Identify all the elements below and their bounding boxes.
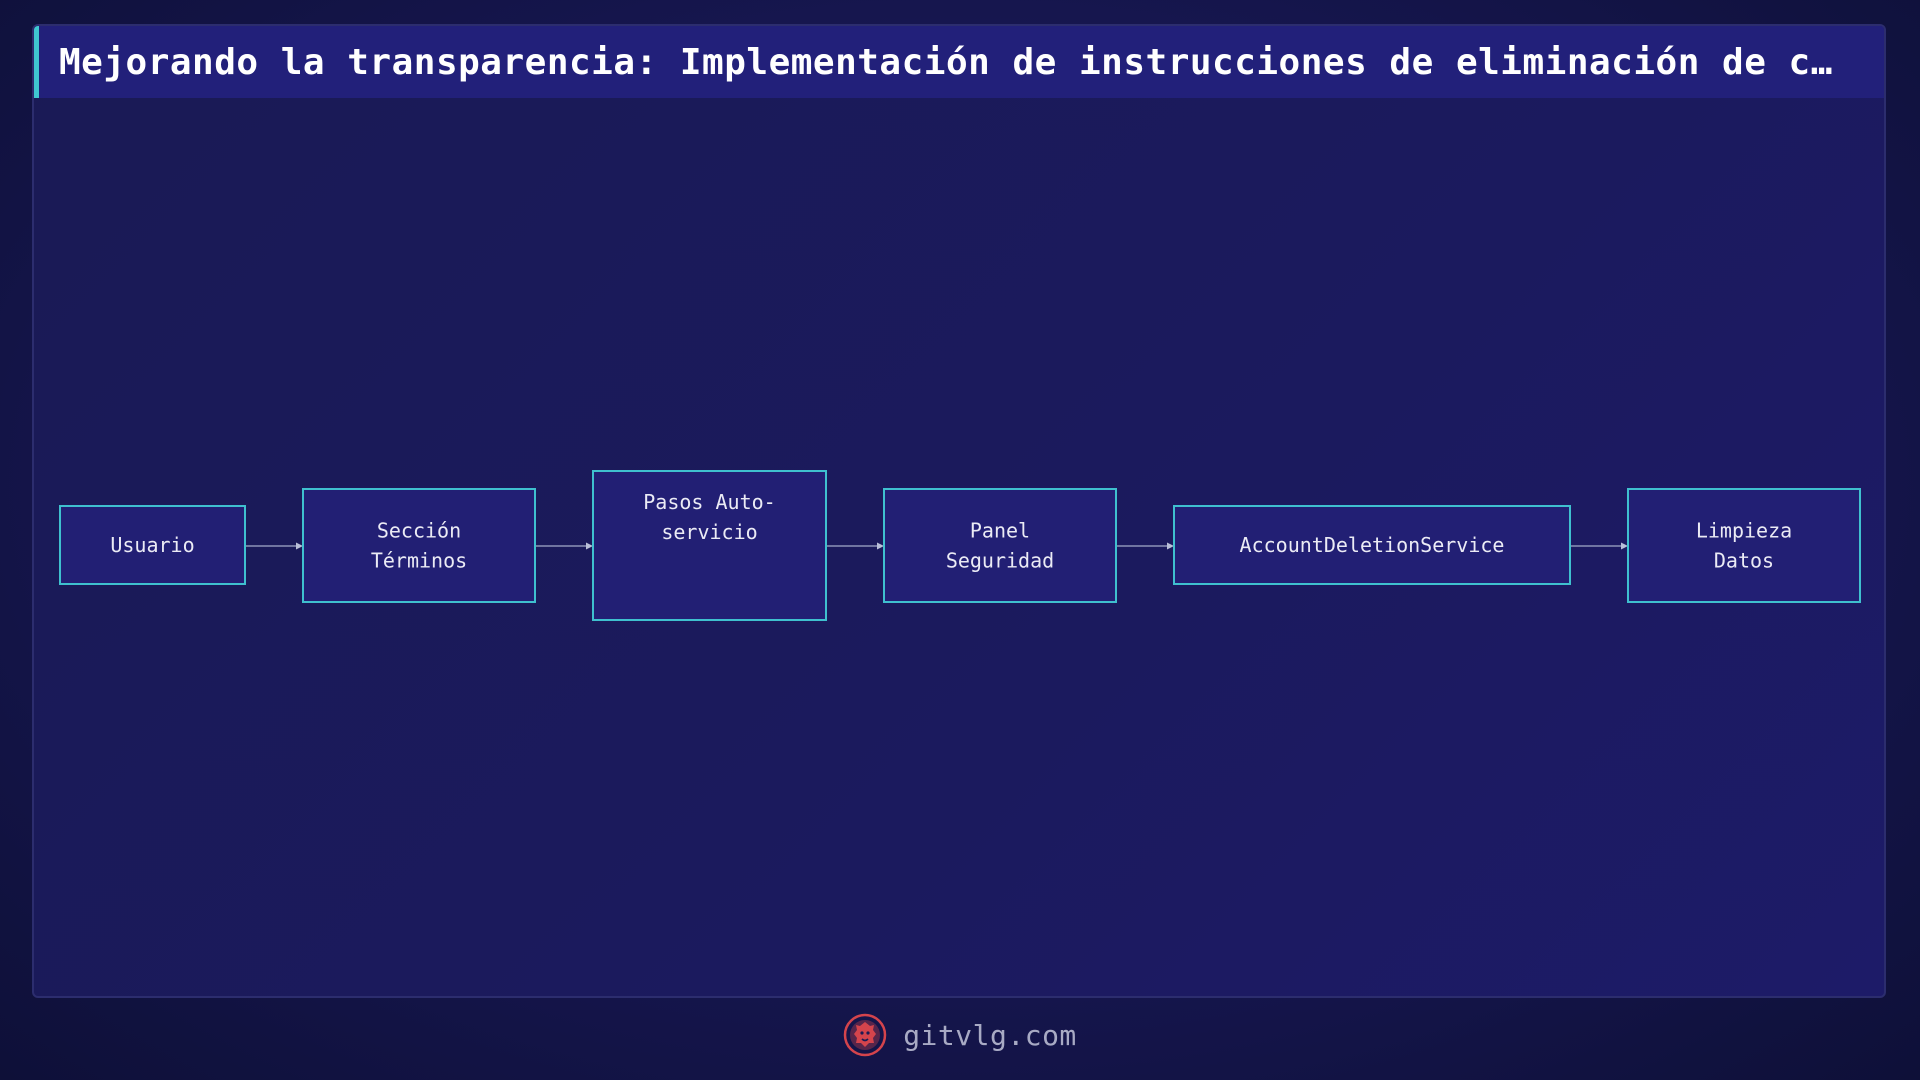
node-label: Panel <box>970 519 1030 543</box>
title-bar: Mejorando la transparencia: Implementaci… <box>34 26 1884 98</box>
lion-logo-icon <box>843 1013 887 1057</box>
node-box <box>592 470 827 621</box>
arrowhead-icon <box>1621 542 1628 550</box>
node-label: AccountDeletionService <box>1240 533 1505 557</box>
node-box <box>883 488 1117 603</box>
node-label: Sección <box>377 519 461 543</box>
arrowhead-icon <box>877 542 884 550</box>
node-label: Usuario <box>110 533 194 557</box>
node-pasos-autoservicio: Pasos Auto-servicio <box>592 470 827 621</box>
edge-seccion-terminos-to-pasos-autoservicio <box>535 542 593 550</box>
edge-pasos-autoservicio-to-panel-seguridad <box>826 542 884 550</box>
footer: gitvlg.com <box>0 1010 1920 1060</box>
node-label: Datos <box>1714 549 1774 573</box>
node-box <box>59 505 246 585</box>
node-label: Pasos Auto- <box>643 490 775 514</box>
node-label: Seguridad <box>946 549 1054 573</box>
arrowhead-icon <box>586 542 593 550</box>
edge-panel-seguridad-to-account-deletion-service <box>1116 542 1174 550</box>
node-label: Limpieza <box>1696 519 1792 543</box>
node-box <box>1173 505 1571 585</box>
node-box <box>302 488 536 603</box>
node-box <box>1627 488 1861 603</box>
node-account-deletion-service: AccountDeletionService <box>1173 505 1571 585</box>
arrowhead-icon <box>296 542 303 550</box>
footer-site-link[interactable]: gitvlg.com <box>903 1018 1077 1052</box>
edge-usuario-to-seccion-terminos <box>245 542 303 550</box>
arrowhead-icon <box>1167 542 1174 550</box>
edges-layer <box>245 542 1628 550</box>
node-label: Términos <box>371 549 467 573</box>
edge-account-deletion-service-to-limpieza-datos <box>1570 542 1628 550</box>
node-label: servicio <box>661 520 757 544</box>
node-usuario: Usuario <box>59 505 246 585</box>
